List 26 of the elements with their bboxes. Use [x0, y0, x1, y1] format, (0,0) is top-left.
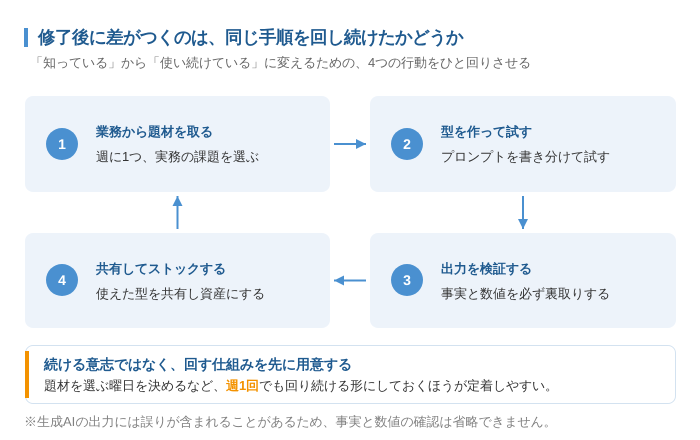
step-description: 使えた型を共有し資産にする [96, 285, 265, 303]
step-heading: 業務から題材を取る [96, 123, 213, 141]
subtitle: 「知っている」から「使い続けている」に変えるための、4つの行動をひと回りさせる [30, 54, 532, 72]
arrow [172, 196, 182, 229]
footnote: ※生成AIの出力には誤りが含まれることがあるため、事実と数値の確認は省略できません。 [24, 413, 556, 431]
step-heading: 共有してストックする [96, 260, 226, 278]
callout-text: 題材を選ぶ曜日を決めるなど、週1回でも回り続ける形にしておくほうが定着しやすい。 [44, 377, 558, 395]
step-card [370, 233, 676, 328]
step-description: プロンプトを書き分けて試す [441, 148, 610, 166]
step-heading: 型を作って試す [441, 123, 532, 141]
arrow [334, 139, 366, 149]
arrow [518, 196, 528, 229]
callout-box [25, 345, 676, 404]
title: 修了後に差がつくのは、同じ手順を回し続けたかどうか [38, 26, 463, 48]
step-heading: 出力を検証する [441, 260, 532, 278]
callout-heading: 続ける意志ではなく、回す仕組みを先に用意する [44, 355, 352, 373]
step-number-circle: 3 [391, 264, 423, 296]
step-card [25, 96, 330, 192]
step-number-circle: 2 [391, 128, 423, 160]
step-description: 事実と数値を必ず裏取りする [441, 285, 610, 303]
step-number-circle: 1 [46, 128, 78, 160]
arrow [334, 276, 366, 286]
step-number-circle: 4 [46, 264, 78, 296]
step-card [25, 233, 330, 328]
step-description: 週に1つ、実務の課題を選ぶ [96, 148, 260, 166]
step-card [370, 96, 676, 192]
